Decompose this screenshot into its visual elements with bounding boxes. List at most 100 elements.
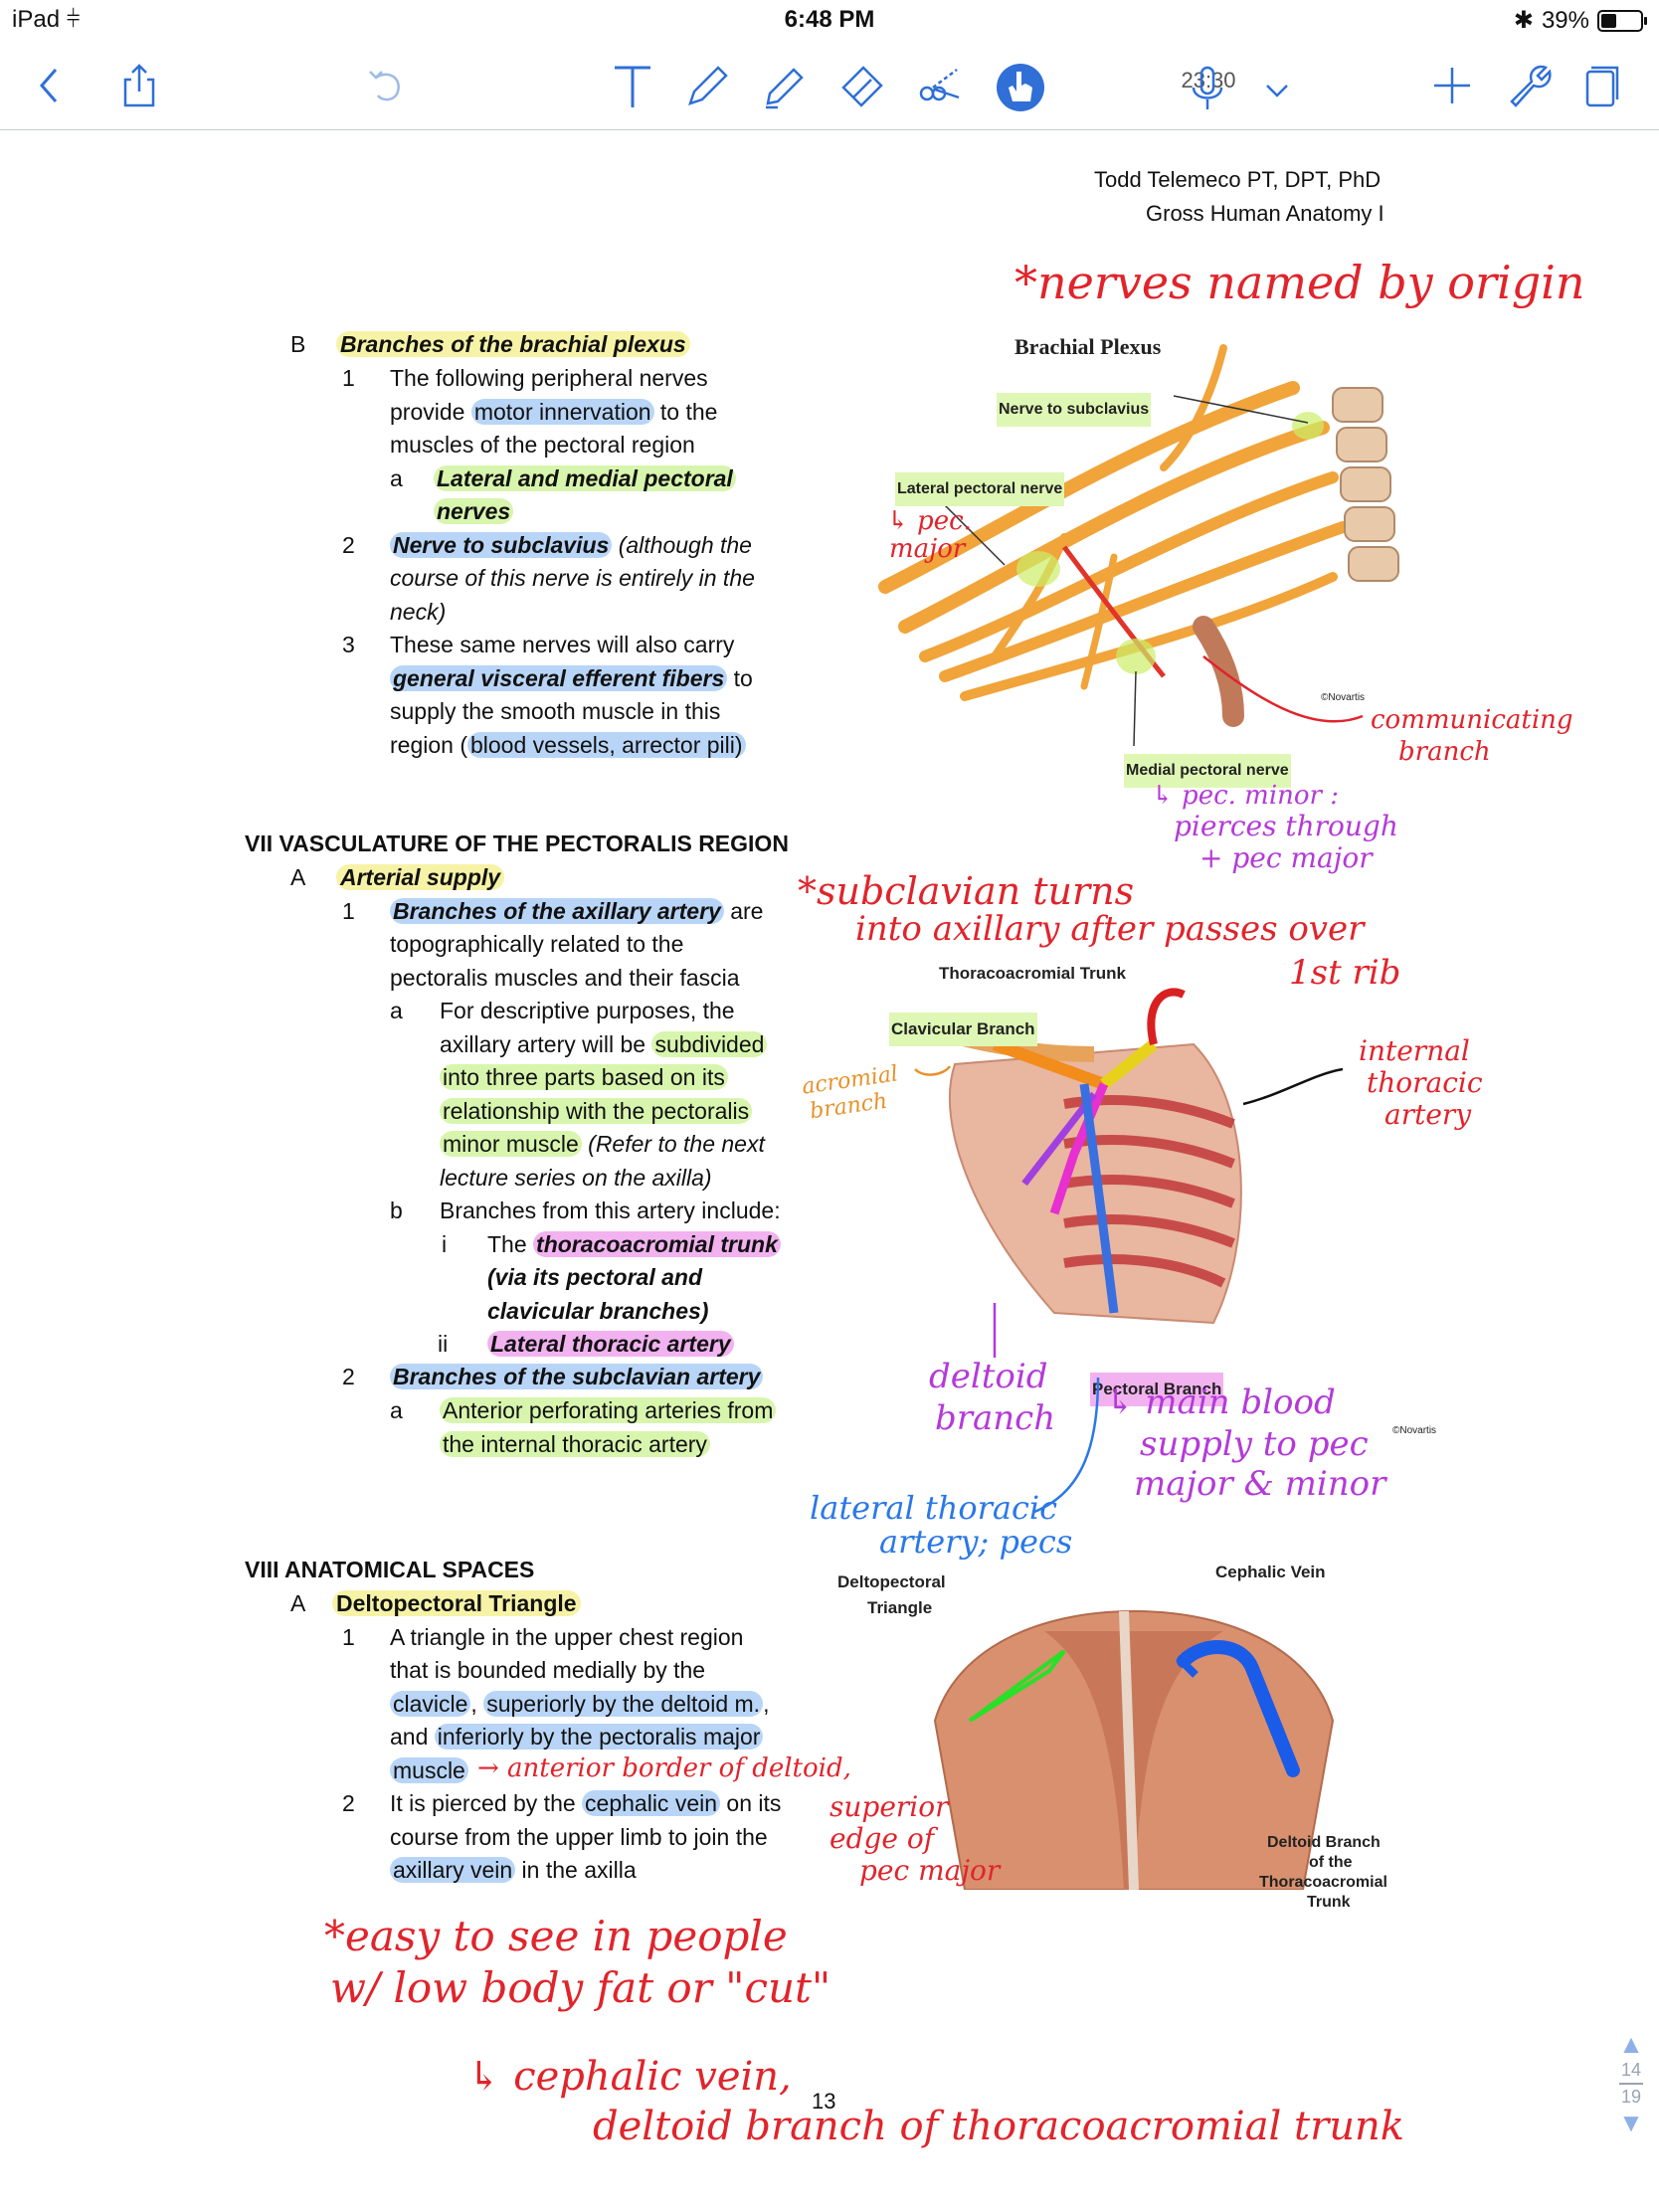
figure-label: Deltopectoral [837, 1572, 946, 1591]
annotation: deltoid [929, 1357, 1048, 1396]
outline-number: 1 [342, 898, 355, 924]
figure-label: Clavicular Branch [889, 1013, 1037, 1046]
text-line: axillary vein in the axilla [390, 1854, 637, 1888]
figure-label: Lateral pectoral nerve [895, 472, 1065, 506]
text-line: A triangle in the upper chest region [390, 1624, 744, 1650]
annotation: *subclavian turns [798, 869, 1135, 913]
figure-label: Cephalic Vein [1215, 1563, 1326, 1581]
annotation: ↳ main blood [1106, 1382, 1336, 1422]
outline-label: b [390, 1198, 403, 1223]
annotation: pierces through [1174, 810, 1398, 842]
text-line: topographically related to the [390, 931, 684, 957]
undo-icon[interactable] [358, 58, 414, 113]
share-icon[interactable] [111, 58, 167, 113]
recording-timer: 23:30 [1181, 68, 1236, 92]
microphone-icon[interactable] [1180, 62, 1235, 117]
bluetooth-icon: ✱ [1513, 7, 1534, 34]
battery-percent: 39% [1541, 6, 1589, 34]
figure-label: Pectoral Branch [1090, 1373, 1224, 1406]
deltopectoral-figure [925, 1571, 1343, 1891]
figure-label: Thoracoacromial Trunk [939, 964, 1126, 983]
outline-label: a [390, 1397, 403, 1423]
back-chevron-icon[interactable] [22, 58, 78, 113]
hand-tool-icon[interactable] [991, 58, 1046, 113]
lasso-tool-icon[interactable] [913, 58, 969, 113]
outline-number: 2 [342, 1790, 355, 1816]
pen-tool-icon[interactable] [678, 58, 734, 113]
text-line: axillary artery will be subdivided [440, 1028, 768, 1062]
annotation: *nerves named by origin [1014, 256, 1585, 309]
figure-label: of the [1309, 1854, 1353, 1871]
text-line: clavicle, superiorly by the deltoid m., [390, 1688, 769, 1722]
annotation: supply to pec [1140, 1424, 1369, 1464]
outline-number: 1 [342, 365, 355, 391]
brachial-plexus-figure [865, 328, 1442, 747]
annotation: deltoid branch of thoracoacromial trunk [593, 2104, 1405, 2149]
text-line: For descriptive purposes, the [440, 998, 735, 1023]
figure-label: Deltoid Branch [1267, 1834, 1381, 1851]
section-heading: VIII ANATOMICAL SPACES [245, 1557, 535, 1582]
outline-number: 2 [342, 1364, 355, 1389]
figure-label: Trunk [1307, 1894, 1351, 1911]
annotation: thoracic [1367, 1066, 1483, 1099]
outline-label: a [390, 465, 403, 491]
course-line: Gross Human Anatomy I [1146, 201, 1384, 226]
annotation: ↳ pec. [887, 506, 972, 536]
clock: 6:48 PM [784, 6, 875, 33]
status-right: ✱ 39% [1513, 6, 1647, 35]
chevron-down-icon[interactable] [1249, 62, 1305, 117]
text-line: These same nerves will also carry [390, 632, 735, 657]
text-line: Lateral thoracic artery [487, 1328, 734, 1362]
text-line: nerves [434, 495, 514, 529]
text-line: It is pierced by the cephalic vein on it… [390, 1790, 782, 1816]
annotation: into axillary after passes over [855, 909, 1365, 949]
page-navigator[interactable]: ▲ 14 19 ▼ [1611, 2029, 1651, 2138]
annotation: 1st rib [1289, 953, 1401, 993]
eraser-tool-icon[interactable] [833, 58, 889, 113]
status-bar: iPad ⫩ 6:48 PM ✱ 39% [0, 0, 1659, 40]
text-line: relationship with the pectoralis [440, 1095, 753, 1129]
outline-label: A [290, 864, 306, 890]
section-title: Branches of the brachial plexus [336, 328, 690, 362]
author-line: Todd Telemeco PT, DPT, PhD [1094, 167, 1382, 192]
annotation: major [889, 534, 966, 564]
text-line: provide motor innervation to the [390, 399, 718, 425]
text-line: minor muscle (Refer to the next [440, 1128, 765, 1162]
text-line: supply the smooth muscle in this [390, 698, 721, 724]
outline-label: A [290, 1590, 306, 1616]
text-line: that is bounded medially by the [390, 1657, 706, 1683]
figure-credit: ©Novartis [1392, 1425, 1437, 1436]
outline-number: 3 [342, 632, 355, 657]
annotation: artery; pecs [879, 1523, 1073, 1561]
figure-label: Medial pectoral nerve [1124, 754, 1291, 788]
annotation: internal [1359, 1034, 1470, 1067]
wrench-icon[interactable] [1500, 58, 1556, 113]
highlighter-tool-icon[interactable] [756, 58, 812, 113]
page-up-icon[interactable]: ▲ [1618, 2029, 1644, 2059]
pages-icon[interactable] [1571, 58, 1627, 113]
thoracoacromial-figure [895, 985, 1313, 1353]
battery-icon [1597, 9, 1647, 32]
text-line: muscle [390, 1754, 468, 1788]
annotation: major & minor [1134, 1464, 1386, 1504]
text-line: (via its pectoral and [487, 1264, 703, 1290]
text-line: pectoralis muscles and their fascia [390, 965, 740, 991]
page-down-icon[interactable]: ▼ [1618, 2108, 1644, 2137]
add-icon[interactable] [1424, 58, 1480, 113]
text-line: neck) [390, 599, 447, 625]
outline-number: 1 [342, 1624, 355, 1650]
annotation: *easy to see in people [324, 1912, 788, 1960]
section-title: Deltopectoral Triangle [332, 1587, 581, 1621]
annotation: branch [1398, 737, 1491, 767]
figure-title: Brachial Plexus [1014, 334, 1162, 359]
annotation: ↳ pec. minor : [1152, 781, 1339, 811]
annotation: w/ low body fat or "cut" [330, 1963, 831, 2012]
text-line: lecture series on the axilla) [440, 1165, 712, 1191]
text-line: course from the upper limb to join the [390, 1824, 768, 1850]
annotation: → anterior border of deltoid, [477, 1753, 851, 1783]
annotation: + pec major [1199, 841, 1373, 874]
annotation: ↳ cephalic vein, [467, 2054, 792, 2100]
total-pages: 19 [1620, 2087, 1642, 2107]
text-line: Branches of the axillary artery are [390, 895, 763, 929]
text-tool-icon[interactable] [605, 58, 660, 113]
